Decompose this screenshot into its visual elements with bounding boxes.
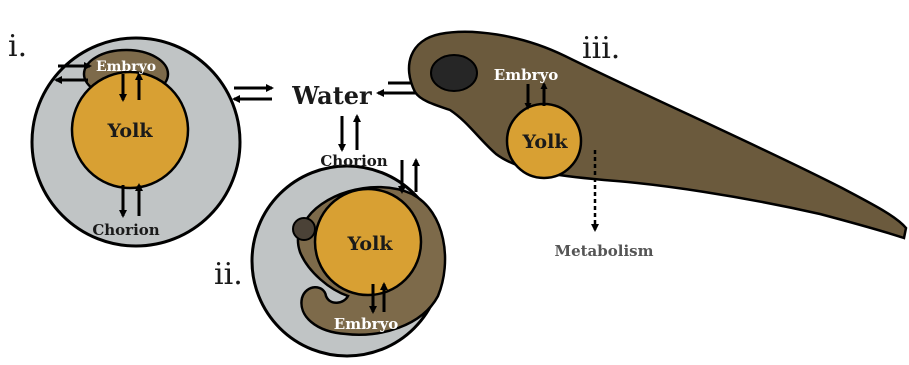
- water-node: Water: [291, 81, 426, 150]
- chorion-label-i: Chorion: [92, 221, 159, 239]
- panel-i: i. Embryo Yolk Chorion: [8, 29, 272, 246]
- eye-ii: [293, 218, 315, 240]
- water-label: Water: [291, 81, 372, 110]
- embryo-label-iii: Embryo: [494, 66, 558, 84]
- panel-iii: iii. Embryo Yolk Metabolism: [409, 31, 906, 260]
- yolk-label-ii: Yolk: [347, 233, 394, 255]
- stage-label-ii: ii.: [214, 257, 243, 292]
- panel-ii: ii. Chorion Yolk Embryo: [214, 152, 445, 356]
- yolk-label-iii: Yolk: [522, 131, 569, 153]
- chorion-label-ii: Chorion: [320, 152, 387, 170]
- metabolism-label: Metabolism: [554, 242, 653, 260]
- larva-body-iii: [409, 32, 906, 238]
- stage-label-i: i.: [8, 29, 27, 64]
- embryo-label-ii: Embryo: [334, 315, 398, 333]
- embryo-label-i: Embryo: [96, 59, 156, 75]
- stage-label-iii: iii.: [582, 31, 620, 66]
- eye-iii: [431, 55, 477, 91]
- yolk-label-i: Yolk: [107, 120, 154, 142]
